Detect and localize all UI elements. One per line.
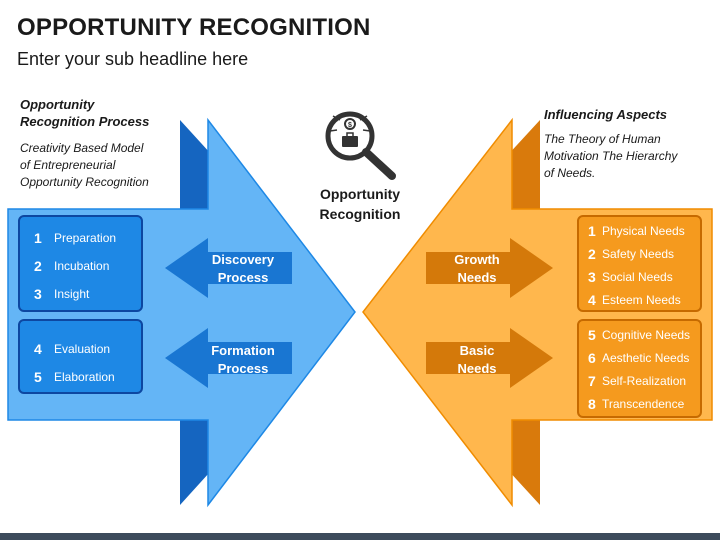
discovery-process-arrow xyxy=(165,238,292,298)
basic-needs-arrow xyxy=(426,328,553,388)
formation-process-arrow xyxy=(165,328,292,388)
left-description: Creativity Based Model of Entrepreneuria… xyxy=(20,141,149,189)
right-heading: Influencing Aspects xyxy=(544,107,668,122)
center-label: Opportunity Recognition xyxy=(319,186,401,222)
footer-bar xyxy=(0,533,720,540)
svg-text:$: $ xyxy=(348,122,352,129)
right-description: The Theory of Human Motivation The Hiera… xyxy=(544,132,678,180)
page-subtitle: Enter your sub headline here xyxy=(17,49,249,69)
basic-needs-label: Basic Needs xyxy=(457,343,497,376)
magnifier-idea-icon: $ xyxy=(325,111,396,180)
discovery-process-label: Discovery Process xyxy=(211,252,275,285)
formation-process-label: Formation Process xyxy=(211,343,275,376)
growth-needs-label: Growth Needs xyxy=(454,252,500,285)
left-heading: Opportunity Recognition Process xyxy=(20,97,150,129)
page-title: OPPORTUNITY RECOGNITION xyxy=(17,14,371,41)
growth-needs-arrow xyxy=(426,238,553,298)
